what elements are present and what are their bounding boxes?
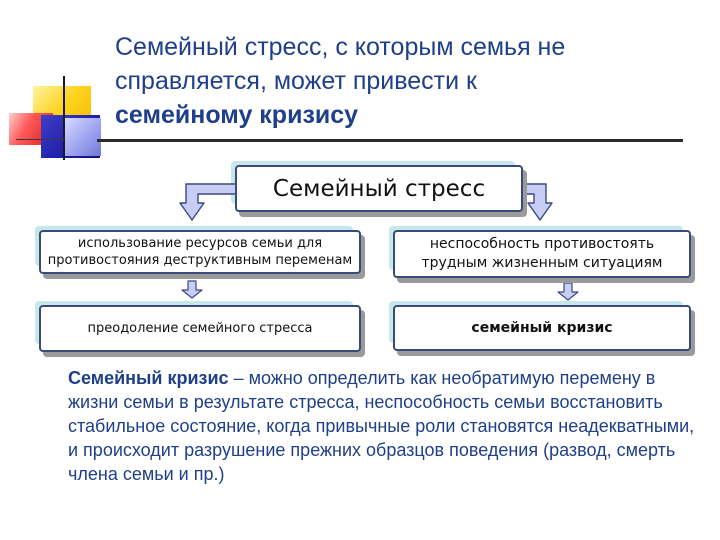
box-family-stress-label: Семейный стресс [272,175,486,202]
title-underline [97,139,683,142]
definition-paragraph: Семейный кризис – можно определить как н… [68,366,698,486]
decor-lavender-square [63,118,101,156]
definition-term: Семейный кризис [68,368,229,388]
arrow-top-left [179,183,237,221]
decor-short-line [16,139,64,140]
arrow-top-right [521,183,553,221]
arrow-down-left [181,280,203,299]
box-family-stress: Семейный стресс [231,161,523,212]
box-resource-use-label: использование ресурсов семьи для противо… [47,236,353,268]
title-line-1: Семейный стресс, с которым семья не [115,33,566,61]
box-resource-use: использование ресурсов семьи для противо… [35,226,361,274]
box-inability-label: неспособность противостоять трудным жизн… [421,236,663,271]
arrow-down-right [557,282,579,301]
box-family-crisis: семейный кризис [389,301,691,351]
title-line-2: справляется, может привести к [115,67,477,95]
title-line-3: семейному кризису [115,101,359,129]
box-overcoming: преодоление семейного стресса [35,301,361,352]
slide-title: Семейный стресс, с которым семья не спра… [115,30,675,132]
box-overcoming-label: преодоление семейного стресса [87,321,313,336]
box-family-crisis-label: семейный кризис [471,320,613,336]
definition-text: – можно определить как необратимую перем… [68,368,695,484]
decor-vertical-line [63,76,65,160]
box-inability: неспособность противостоять трудным жизн… [389,226,691,278]
